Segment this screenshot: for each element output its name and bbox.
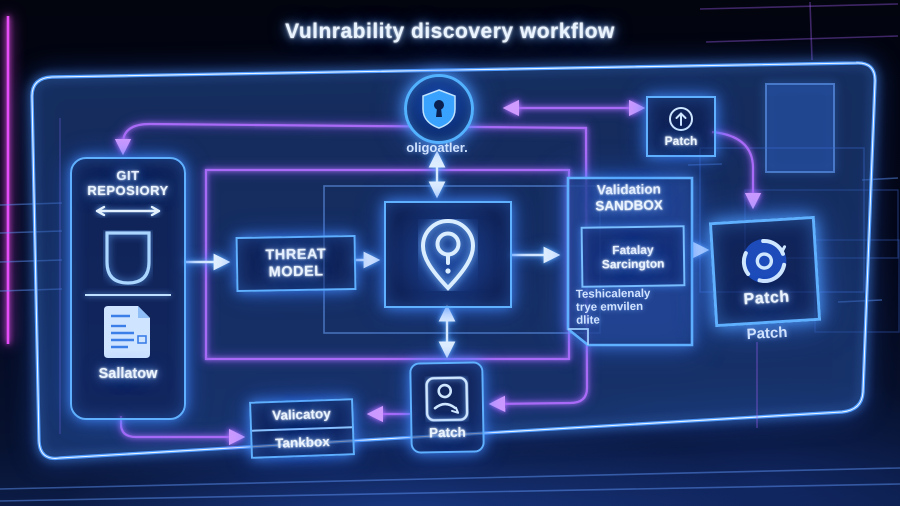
git-repo-footer-label: Sallatow: [98, 366, 158, 382]
patch-top-node: Patch: [646, 96, 716, 157]
sandbox-note-line1: Teshicalenaly: [575, 287, 651, 301]
shield-outline-icon: [105, 231, 151, 285]
page-title: Vulnrability discovery workflow: [285, 20, 615, 43]
sandbox-inner-line1: Fatalay: [612, 242, 654, 257]
sandbox-note: Teshicalenaly trye emvilen dlite: [576, 287, 689, 328]
patch-right-label: Patch: [743, 288, 791, 309]
tankbox-row1: Valicatoy: [251, 400, 353, 432]
tankbox-row2: Tankbox: [274, 433, 330, 451]
sandbox-header-line2: SANDBOX: [595, 197, 663, 214]
shield-keyhole-icon: [422, 89, 456, 129]
patch-top-label: Patch: [664, 133, 698, 148]
threat-model-line1: THREAT: [265, 246, 327, 264]
sandbox-header: Validation SANDBOX: [566, 181, 692, 215]
person-badge-icon: [425, 375, 469, 422]
search-pin-icon: [420, 218, 476, 291]
patch-bottom-node: Patch: [409, 361, 485, 454]
rotate-swirl-icon: [741, 239, 787, 284]
threat-model-node: THREAT MODEL: [235, 234, 357, 293]
sandbox-inner-line2: Sarcington: [601, 256, 665, 271]
sandbox-inner-box: Fatalay Sarcington: [580, 225, 686, 288]
sandbox-note-line3: dlite: [576, 314, 600, 327]
tankbox-node: Valicatoy Tankbox: [249, 398, 355, 459]
git-repo-title: GIT REPOSIORY: [87, 168, 168, 198]
patch-right-node: Patch: [708, 215, 822, 328]
double-horizontal-arrow-icon: [95, 205, 161, 217]
threat-model-line2: MODEL: [268, 263, 324, 280]
scan-node: [384, 201, 512, 308]
upload-arrow-circle-icon: [669, 106, 693, 131]
scanner-label: oligoatler.: [406, 140, 468, 155]
git-repo-divider: [85, 294, 171, 296]
patchtop-patchright-arrow: [711, 130, 762, 210]
git-repository-node: GIT REPOSIORY Sallatow: [70, 157, 186, 420]
sandbox-header-line1: Validation: [596, 181, 661, 198]
document-icon: [104, 306, 150, 358]
scanner-node: [404, 74, 474, 144]
patch-right-caption: Patch: [746, 323, 788, 344]
git-repo-title-line1: GIT: [116, 168, 140, 183]
sandbox-note-line2: trye emvilen: [575, 300, 644, 314]
git-repo-title-line2: REPOSIORY: [87, 183, 169, 198]
patch-bottom-label: Patch: [428, 424, 466, 440]
